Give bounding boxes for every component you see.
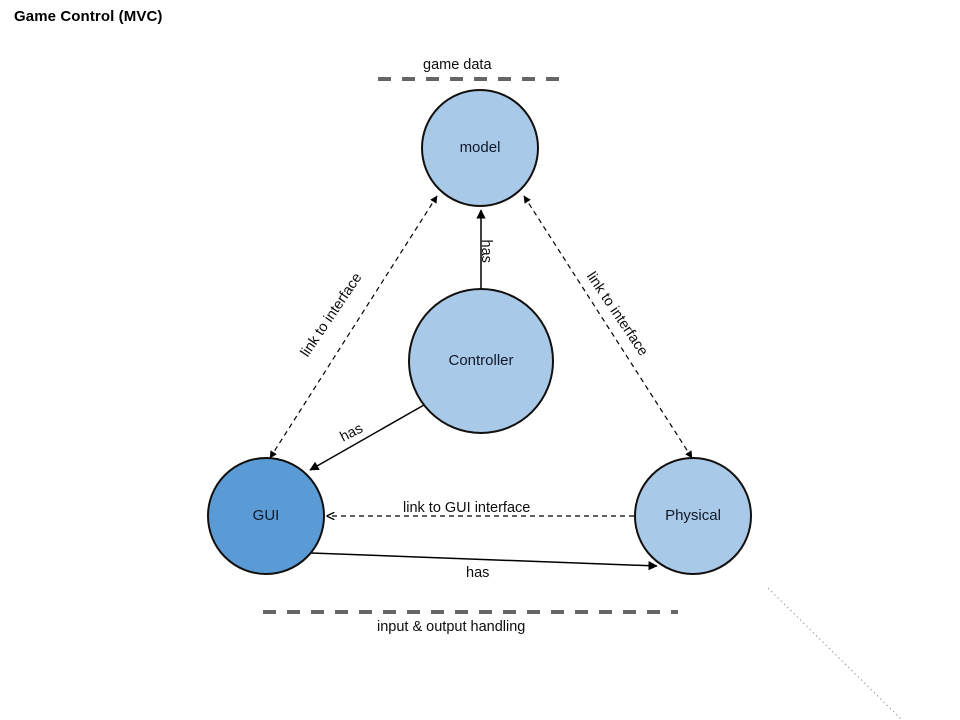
node-physical-label: Physical bbox=[665, 506, 721, 524]
edge-model-physical[interactable] bbox=[523, 195, 693, 459]
node-controller-label: Controller bbox=[448, 351, 514, 369]
node-gui-label: GUI bbox=[252, 506, 280, 524]
edge-gui-physical[interactable] bbox=[310, 552, 658, 571]
edge-label-physical-gui-link-to-gui-interface: link to GUI interface bbox=[403, 500, 531, 516]
node-model[interactable]: model bbox=[421, 89, 539, 207]
node-gui[interactable]: GUI bbox=[207, 457, 325, 575]
edge-controller-gui[interactable] bbox=[309, 404, 425, 471]
edge-label-gui-physical-has: has bbox=[466, 565, 490, 581]
zone-label-input-output: input & output handling bbox=[377, 619, 526, 635]
zone-label-game-data: game data bbox=[423, 57, 492, 73]
node-model-label: model bbox=[459, 138, 501, 156]
page-title: Game Control (MVC) bbox=[14, 8, 163, 25]
edge-label-controller-model-has: has bbox=[477, 239, 494, 263]
node-controller[interactable]: Controller bbox=[408, 288, 554, 434]
corner-dotted-line bbox=[767, 587, 902, 720]
edge-model-gui[interactable] bbox=[269, 195, 438, 459]
node-physical[interactable]: Physical bbox=[634, 457, 752, 575]
